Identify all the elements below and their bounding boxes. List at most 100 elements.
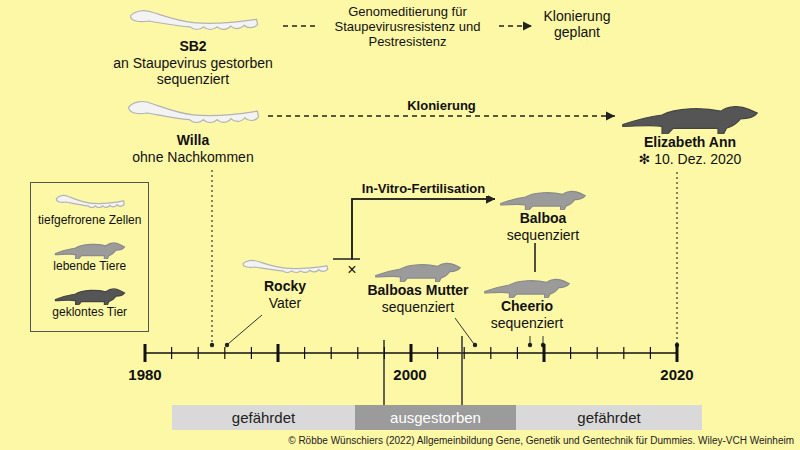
legend-text: tiefgefrorene Zellen bbox=[38, 213, 141, 228]
major-tick bbox=[543, 344, 546, 362]
period-line bbox=[383, 340, 385, 405]
legend-box: tiefgefrorene Zellen lebende Tiere geklont… bbox=[30, 182, 149, 332]
legend-entry: geklontes Tier bbox=[38, 283, 141, 320]
ferret-icon bbox=[54, 191, 126, 213]
date-dot bbox=[210, 343, 214, 347]
copyright-caption: © Röbbe Wünschiers (2022) Allgemeinbildu… bbox=[288, 435, 794, 447]
live-ferret bbox=[501, 191, 585, 210]
year-label: 2000 bbox=[393, 366, 426, 384]
leader-line bbox=[228, 315, 262, 344]
legend-text: geklontes Tier bbox=[38, 305, 141, 320]
node-heading: Rocky bbox=[264, 278, 306, 295]
animal-node: Willaohne Nachkommen bbox=[118, 94, 268, 165]
live-ferret bbox=[376, 263, 460, 282]
status-band: gefährdet bbox=[172, 405, 355, 430]
minor-tick bbox=[357, 347, 358, 359]
leader-line bbox=[211, 170, 212, 345]
node-heading: Balboa bbox=[520, 210, 567, 227]
major-tick bbox=[144, 344, 147, 362]
ferret-icon bbox=[240, 256, 330, 278]
connector-line bbox=[534, 243, 536, 272]
node-heading: Willa bbox=[177, 132, 210, 149]
clone-ferret bbox=[623, 107, 757, 134]
node-heading: Elizabeth Ann bbox=[644, 134, 736, 151]
edge-label: In-Vitro-Fertilisation bbox=[359, 181, 488, 196]
band-text: gefährdet bbox=[232, 409, 295, 426]
leader-line bbox=[676, 172, 677, 345]
node-heading: Cheerio bbox=[501, 298, 553, 315]
connector bbox=[333, 195, 495, 260]
major-tick bbox=[410, 344, 413, 362]
live-ferret bbox=[485, 279, 569, 298]
edge-label: Genomeditierung für Staupevirusresistenz… bbox=[317, 4, 499, 49]
node-heading: SB2 bbox=[179, 38, 206, 55]
minor-tick bbox=[224, 347, 225, 359]
animal-node: RockyVater bbox=[237, 256, 333, 311]
minor-tick bbox=[304, 347, 305, 359]
minor-tick bbox=[490, 347, 491, 359]
frozen-ferret bbox=[129, 102, 259, 123]
node-text: ✻ 10. Dez. 2020 bbox=[615, 151, 765, 167]
node-text: an Staupevirus gestorben sequenziert bbox=[103, 55, 283, 87]
minor-tick bbox=[597, 347, 598, 359]
ferret-icon bbox=[499, 184, 587, 210]
connector-line bbox=[352, 199, 495, 259]
ferret-icon bbox=[54, 283, 126, 305]
clone-ferret bbox=[55, 289, 124, 305]
date-dot bbox=[528, 343, 532, 347]
connector-line bbox=[268, 115, 615, 117]
minor-tick bbox=[384, 347, 385, 359]
node-text: sequenziert bbox=[360, 299, 476, 315]
status-band: ausgestorben bbox=[355, 405, 516, 430]
minor-tick bbox=[570, 347, 571, 359]
band-text: gefährdet bbox=[577, 409, 640, 426]
period-line bbox=[461, 336, 463, 405]
arrow-head bbox=[606, 112, 615, 121]
legend-entry: lebende Tiere bbox=[38, 237, 141, 274]
minor-tick bbox=[437, 347, 438, 359]
node-text: sequenziert bbox=[495, 227, 591, 243]
minor-tick bbox=[650, 347, 651, 359]
year-label: 1980 bbox=[128, 366, 161, 384]
status-band: gefährdet bbox=[516, 405, 702, 430]
arrow-head bbox=[523, 22, 532, 31]
minor-tick bbox=[517, 347, 518, 359]
ferret-icon bbox=[620, 96, 760, 134]
animal-node: Balboasequenziert bbox=[495, 184, 591, 243]
animal-node: Balboas Muttersequenziert bbox=[360, 256, 476, 315]
major-tick bbox=[277, 344, 280, 362]
frozen-ferret bbox=[130, 11, 257, 30]
frozen-ferret bbox=[56, 195, 124, 207]
date-dot bbox=[473, 343, 477, 347]
animal-node: SB2an Staupevirus gestorben sequenziert bbox=[103, 4, 283, 87]
ferret-icon bbox=[126, 4, 261, 38]
node-text: ohne Nachkommen bbox=[118, 149, 268, 165]
legend-entry: tiefgefrorene Zellen bbox=[38, 191, 141, 228]
minor-tick bbox=[623, 347, 624, 359]
animal-node: Elizabeth Ann✻ 10. Dez. 2020 bbox=[615, 96, 765, 167]
connector bbox=[352, 195, 495, 260]
minor-tick bbox=[464, 347, 465, 359]
date-dot bbox=[225, 343, 229, 347]
connector bbox=[535, 243, 536, 272]
major-tick bbox=[676, 344, 679, 362]
ferret-icon bbox=[374, 256, 462, 282]
minor-tick bbox=[171, 347, 172, 359]
minor-tick bbox=[198, 347, 199, 359]
ferret-icon bbox=[124, 94, 262, 132]
node-text: Vater bbox=[237, 295, 333, 311]
band-text: ausgestorben bbox=[390, 409, 481, 426]
cross-symbol: × bbox=[347, 261, 356, 279]
node-text: sequenziert bbox=[479, 315, 575, 331]
plain-node: Klonierung geplant bbox=[532, 8, 622, 40]
node-text: Klonierung geplant bbox=[532, 8, 622, 40]
leader-line bbox=[455, 318, 474, 344]
minor-tick bbox=[331, 347, 332, 359]
connector-line bbox=[333, 199, 495, 259]
minor-tick bbox=[251, 347, 252, 359]
node-heading: Balboas Mutter bbox=[367, 282, 468, 299]
live-ferret bbox=[55, 243, 124, 259]
animal-node: Cheeriosequenziert bbox=[479, 272, 575, 331]
